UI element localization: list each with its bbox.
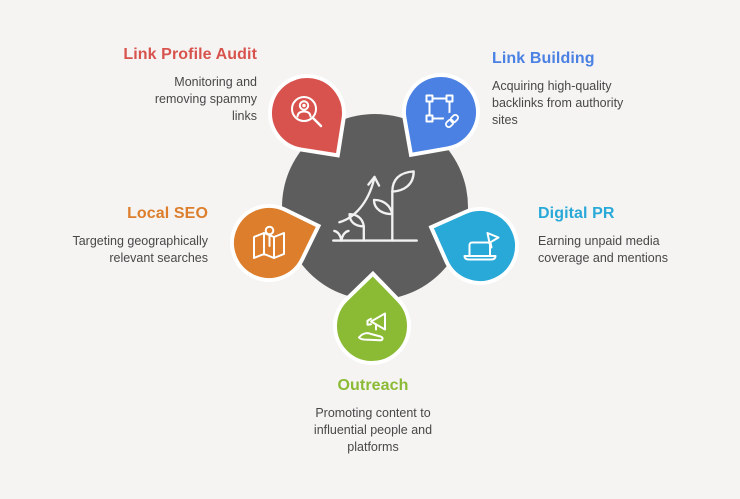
node-description-outreach: Promoting content to influential people …: [313, 406, 433, 454]
laptop-megaphone-icon: [458, 224, 502, 268]
link-frame-icon: [419, 90, 463, 134]
label-block-digital-pr: Digital PR Earning unpaid media coverage…: [538, 205, 728, 267]
label-block-local-seo: Local SEO Targeting geographically relev…: [18, 205, 208, 267]
node-title-outreach: Outreach: [337, 377, 409, 394]
node-description-local-seo: Targeting geographically relevant search…: [72, 234, 208, 265]
node-title-link-profile-audit: Link Profile Audit: [123, 46, 257, 63]
node-description-link-profile-audit: Monitoring and removing spammy links: [154, 75, 257, 123]
map-pin-icon: [247, 221, 291, 265]
node-title-link-building: Link Building: [492, 50, 595, 67]
node-title-digital-pr: Digital PR: [538, 205, 615, 222]
search-audit-icon: [285, 91, 329, 135]
hand-megaphone-icon: [350, 304, 394, 348]
node-title-local-seo: Local SEO: [127, 205, 208, 222]
label-block-link-building: Link Building Acquiring high-quality bac…: [492, 50, 682, 129]
node-description-digital-pr: Earning unpaid media coverage and mentio…: [538, 234, 668, 265]
growth-plant-icon: [332, 170, 418, 242]
node-description-link-building: Acquiring high-quality backlinks from au…: [492, 79, 624, 127]
label-block-outreach: Outreach Promoting content to influentia…: [288, 377, 458, 456]
label-block-link-profile-audit: Link Profile Audit Monitoring and removi…: [67, 46, 257, 125]
